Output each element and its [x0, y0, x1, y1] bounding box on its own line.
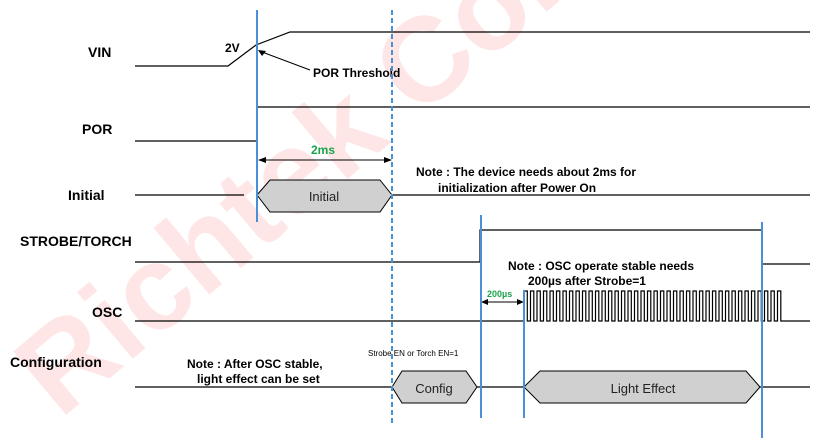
vin-label: VIN — [88, 44, 111, 60]
init-note-line2: initialization after Power On — [438, 181, 596, 195]
initial-label: Initial — [68, 187, 105, 203]
arrow-head — [384, 157, 392, 163]
por-label: POR — [82, 121, 112, 137]
osc-note-line1: Note : OSC operate stable needs — [508, 259, 694, 273]
vin-threshold-label: 2V — [225, 41, 240, 55]
light-effect-box-label: Light Effect — [611, 381, 676, 396]
arrow-head — [481, 299, 488, 305]
configuration-label: Configuration — [10, 354, 102, 370]
osc-waveform — [135, 290, 810, 322]
config-note-line2: light effect can be set — [197, 372, 320, 386]
initial-box-label: Initial — [309, 189, 339, 204]
arrow-head — [258, 50, 266, 56]
strobe-torch-label: STROBE/TORCH — [20, 233, 132, 249]
delay-200us-label: 200µs — [487, 289, 512, 299]
por-threshold-label: POR Threshold — [313, 66, 400, 80]
osc-label: OSC — [92, 304, 122, 320]
arrow-head — [517, 299, 524, 305]
arrow-head — [258, 157, 266, 163]
init-note-line1: Note : The device needs about 2ms for — [416, 165, 636, 179]
strobe-torch-waveform — [135, 229, 810, 265]
osc-note-line2: 200µs after Strobe=1 — [528, 274, 646, 288]
strobe-en-label: Strobe EN or Torch EN=1 — [368, 349, 459, 358]
por-threshold-arrow — [261, 51, 311, 71]
delay-2ms-label: 2ms — [311, 143, 335, 157]
config-note-line1: Note : After OSC stable, — [187, 357, 323, 371]
config-box-label: Config — [415, 381, 453, 396]
